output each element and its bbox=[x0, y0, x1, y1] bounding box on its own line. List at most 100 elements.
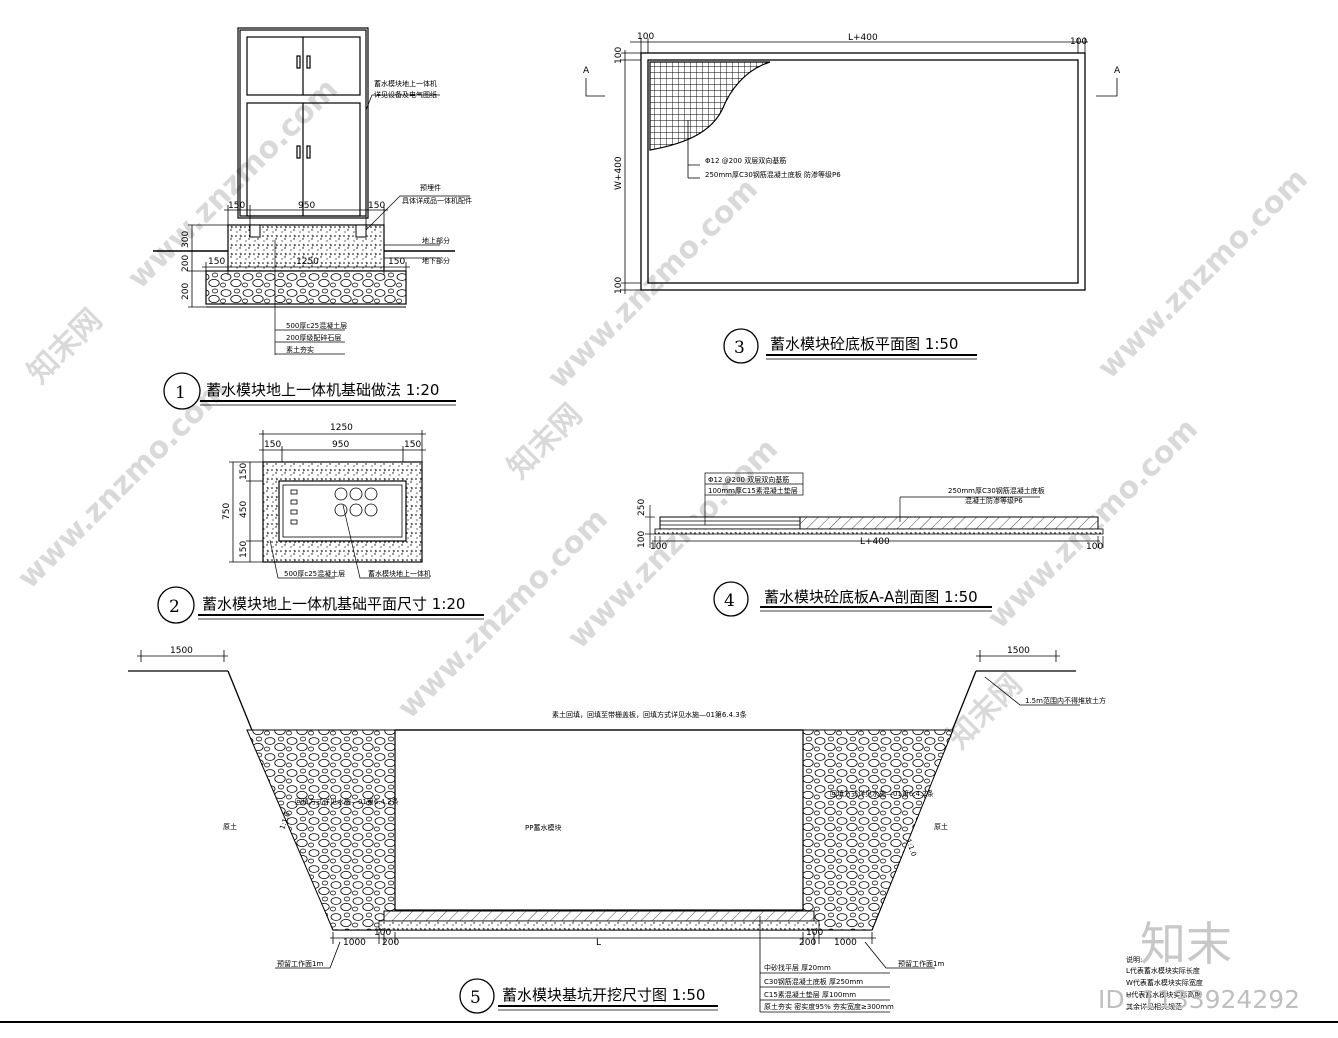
dim-L-plus-400: L+400 bbox=[848, 33, 878, 43]
brand-logo: 知末 bbox=[1140, 917, 1232, 971]
dim-100-bottom: 100 bbox=[614, 277, 624, 294]
legend-item-1: 中砂找平层 厚20mm bbox=[764, 963, 831, 972]
dim-750: 750 bbox=[222, 503, 232, 520]
dim-150-left: 150 bbox=[228, 201, 245, 211]
watermark-text: 知末网 bbox=[501, 397, 589, 485]
notes-header: 说明: bbox=[1126, 955, 1142, 964]
title-2-number: 2 bbox=[169, 597, 180, 617]
title-1: 蓄水模块地上一体机基础做法 1:20 bbox=[206, 381, 439, 399]
note-line-2: W代表蓄水模块实际宽度 bbox=[1126, 978, 1203, 987]
label-soil-right: 原土 bbox=[934, 822, 948, 831]
dim-150-bottom: 150 bbox=[239, 541, 249, 558]
note-line-1: L代表蓄水模块实际长度 bbox=[1126, 966, 1200, 975]
slope-right: 1:1.0 bbox=[904, 838, 918, 858]
note-embed-1: 预埋件 bbox=[420, 183, 441, 192]
slab-outline bbox=[647, 59, 1079, 284]
title-3-number: 3 bbox=[734, 338, 745, 358]
note-above-ground: 地上部分 bbox=[422, 236, 450, 245]
note-below-ground: 地下部分 bbox=[422, 256, 450, 265]
legend-item-4: 原土夯实 密实度95% 夯实宽度≥300mm bbox=[764, 1002, 894, 1011]
drawing-2-foundation-plan: 1250 150 950 150 750 150 450 150 500厚c25… bbox=[157, 423, 484, 624]
title-3: 蓄水模块砼底板平面图 1:50 bbox=[770, 335, 958, 353]
drawing-5-excavation: 1500 1500 1.5m范围内不得堆放土方 素土回填，回填至带栅盖板，回填方… bbox=[128, 646, 1203, 1014]
dim-150-right: 150 bbox=[368, 201, 385, 211]
title-5-number: 5 bbox=[470, 988, 481, 1008]
dim-1250: 1250 bbox=[296, 257, 319, 267]
dim-150-top: 150 bbox=[239, 463, 249, 480]
note-slab: 250mm厚C30钢筋混凝土底板 bbox=[948, 486, 1045, 495]
label-soil-left: 原土 bbox=[223, 822, 237, 831]
legend-item-2: C30钢筋混凝土底板 厚250mm bbox=[764, 977, 863, 986]
dim-200-lower: 200 bbox=[181, 283, 191, 300]
title-4: 蓄水模块砼底板A-A剖面图 1:50 bbox=[764, 588, 978, 606]
dim-950: 950 bbox=[332, 440, 349, 450]
note-slope-clearance: 1.5m范围内不得堆放土方 bbox=[1025, 696, 1106, 705]
backfill-right bbox=[802, 729, 954, 931]
dim-150-right: 150 bbox=[404, 440, 421, 450]
dim-1250: 1250 bbox=[330, 423, 353, 433]
dim-100-right: 100 bbox=[1086, 542, 1103, 552]
dim-250: 250 bbox=[637, 499, 647, 516]
dim-150-left: 150 bbox=[264, 440, 281, 450]
label-pp-module: PP蓄水模块 bbox=[525, 823, 561, 832]
dim-W-plus-400: W+400 bbox=[614, 156, 624, 190]
pp-module bbox=[394, 729, 804, 911]
backfill-left bbox=[246, 729, 396, 931]
note-cushion: 100mm厚C15素混凝土垫层 bbox=[708, 486, 798, 495]
note-unit-2: 详见设备及电气图纸 bbox=[374, 90, 437, 99]
workface-right: 预留工作面1m bbox=[898, 959, 944, 968]
watermark-text: 知末网 bbox=[21, 302, 109, 390]
dim-1000-right: 1000 bbox=[834, 938, 857, 948]
watermark-text: www.znzmo.com bbox=[1091, 162, 1315, 386]
note-backfill-right: 回填方式详见水施—01第6.4.2条 bbox=[830, 789, 934, 798]
title-5: 蓄水模块基坑开挖尺寸图 1:50 bbox=[502, 986, 705, 1004]
note-rebar: Φ12 @200 双层双向基筋 bbox=[705, 156, 786, 165]
workface-left: 预留工作面1m bbox=[277, 959, 323, 968]
label-unit: 蓄水模块地上一体机 bbox=[368, 569, 431, 578]
layer-soil: 素土夯实 bbox=[286, 345, 314, 354]
note-backfill-left: 回填方式详见水施—01第6.4.2条 bbox=[295, 797, 399, 806]
note-unit-1: 蓄水模块地上一体机 bbox=[374, 79, 437, 88]
note-line-3: H代表蓄水模块实际高度 bbox=[1126, 990, 1201, 999]
plan-unit-footprint bbox=[278, 480, 407, 542]
dim-100-right: 100 bbox=[1070, 37, 1087, 47]
dim-L: L bbox=[596, 938, 601, 948]
note-slab: 250mm厚C30钢筋混凝土底板 防渗等级P6 bbox=[705, 170, 841, 179]
dim-150-gravel-left: 150 bbox=[208, 257, 225, 267]
dim-200-upper: 200 bbox=[181, 255, 191, 272]
section-mark-left: A bbox=[583, 66, 590, 76]
dim-100-left: 100 bbox=[374, 928, 391, 938]
section-mark-right: A bbox=[1114, 66, 1121, 76]
dim-1500-right: 1500 bbox=[1007, 646, 1030, 656]
note-top-backfill: 素土回填，回填至带栅盖板，回填方式详见水施—01第6.4.3条 bbox=[552, 710, 747, 719]
watermark-text: 知末网 bbox=[941, 667, 1029, 755]
layer-concrete: 500厚c25混凝土层 bbox=[286, 321, 347, 330]
dim-450: 450 bbox=[239, 501, 249, 518]
drawing-1-foundation-section: 150 950 150 1250 150 150 300 200 200 蓄水模… bbox=[153, 27, 472, 410]
rebar-mesh-detail bbox=[649, 61, 771, 151]
notes-block: 说明: L代表蓄水模块实际长度 W代表蓄水模块实际宽度 H代表蓄水模块实际高度 … bbox=[1126, 955, 1203, 1011]
gravel-layer bbox=[205, 270, 407, 305]
dim-1000-left: 1000 bbox=[343, 938, 366, 948]
note-embed-2: 具体详成品一体机配件 bbox=[402, 196, 472, 205]
label-concrete: 500厚c25混凝土层 bbox=[284, 569, 345, 578]
dim-950: 950 bbox=[298, 201, 315, 211]
dim-1500-left: 1500 bbox=[170, 646, 193, 656]
dim-300: 300 bbox=[181, 231, 191, 248]
dim-100-top: 100 bbox=[614, 47, 624, 64]
drawing-4-slab-section: Φ12 @200 双层双向基筋 100mm厚C15素混凝土垫层 250mm厚C3… bbox=[637, 472, 1103, 617]
layer-gravel: 200厚级配碎石层 bbox=[286, 333, 341, 342]
dim-100-right: 100 bbox=[806, 928, 823, 938]
dim-100-height: 100 bbox=[637, 531, 647, 548]
dim-200-left: 200 bbox=[382, 938, 399, 948]
title-4-number: 4 bbox=[724, 591, 735, 611]
note-line-4: 其余详见相关规范 bbox=[1126, 1002, 1182, 1011]
title-1-number: 1 bbox=[175, 383, 186, 403]
note-rebar: Φ12 @200 双层双向基筋 bbox=[708, 475, 789, 484]
dim-100-left: 100 bbox=[650, 542, 667, 552]
cabinet-unit bbox=[237, 27, 369, 219]
dim-L-plus-400: L+400 bbox=[860, 537, 890, 547]
dim-100-left: 100 bbox=[637, 32, 654, 42]
note-waterproof: 混凝土防渗等级P6 bbox=[965, 496, 1023, 505]
